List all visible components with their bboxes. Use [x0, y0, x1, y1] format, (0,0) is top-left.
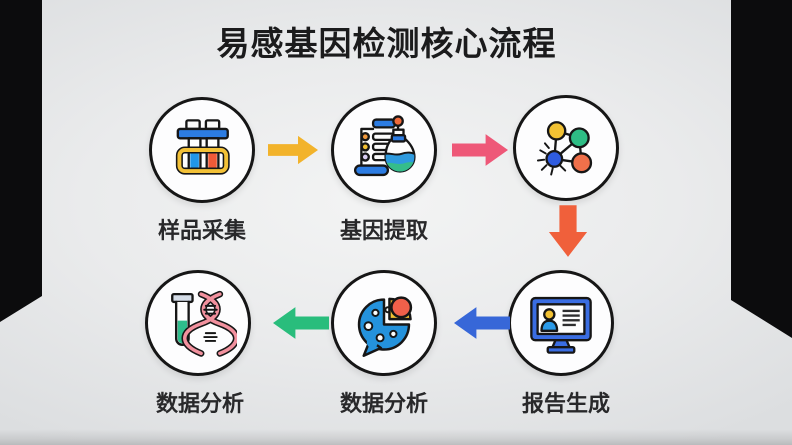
flow-arrow-3-down-icon: [548, 205, 588, 257]
step-label-gene-extraction: 基因提取: [339, 218, 428, 243]
clipboard-flask-icon: [353, 115, 416, 177]
dna-test-tube-icon: [171, 290, 237, 357]
pie-chart-bubble-icon: [357, 296, 413, 358]
step-node-molecule-network: [513, 95, 619, 201]
step-label-report-generation: 报告生成: [521, 391, 610, 416]
test-tubes-icon: [175, 119, 230, 175]
step-node-gene-extraction: [331, 97, 437, 203]
flow-arrow-2-right-icon: [452, 134, 508, 166]
molecule-network-icon: [536, 121, 593, 176]
step-node-data-analysis-dna: [145, 270, 251, 376]
flow-arrow-1-right-icon: [268, 135, 318, 165]
flow-arrow-5-left-icon: [273, 307, 329, 339]
flow-arrow-4-left-icon: [454, 307, 510, 339]
report-monitor-icon: [530, 296, 592, 354]
step-node-sample-collection: [149, 97, 255, 203]
step-label-data-analysis-dna: 数据分析: [155, 391, 244, 416]
page-title: 易感基因检测核心流程: [216, 25, 557, 62]
step-node-report-generation: [508, 270, 614, 376]
step-node-data-analysis-pie: [331, 270, 437, 376]
step-label-sample-collection: 样品采集: [157, 218, 246, 243]
step-label-data-analysis-pie: 数据分析: [339, 391, 428, 416]
